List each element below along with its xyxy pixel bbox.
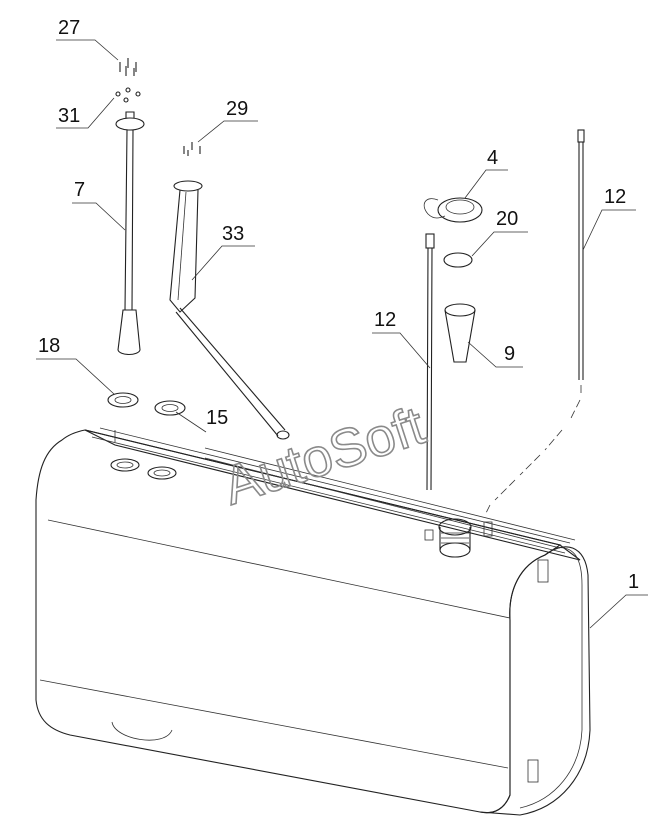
bolt-set-29 [183,142,201,156]
callout-label: 7 [74,179,85,201]
fuel-suction-unit-33 [169,180,290,440]
fuel-level-sensor-7 [115,111,145,356]
callout-29: 29 [197,98,258,143]
callout-label: 15 [206,407,228,429]
callout-12-right: 12 [582,186,636,251]
callout-label: 4 [487,147,498,169]
gasket-18 [107,392,139,408]
callout-label: 29 [226,98,248,120]
callout-20: 20 [471,208,528,257]
filler-strainer-9 [444,303,476,363]
breather-pipe-12-left [425,233,435,491]
callout-1: 1 [589,571,648,629]
callout-label: 31 [58,105,80,127]
callout-label: 12 [604,186,626,208]
callout-label: 1 [628,571,639,593]
fuel-tank-body [35,427,591,816]
callout-label: 27 [58,17,80,39]
callout-27: 27 [56,17,119,61]
washer-set-31 [115,87,141,103]
callout-33: 33 [191,223,255,281]
watermark: AutoSoft [216,395,432,516]
callout-7: 7 [72,179,126,231]
callout-18: 18 [36,335,115,395]
callout-label: 20 [496,208,518,230]
callout-9: 9 [467,341,523,368]
callout-label: 33 [222,223,244,245]
callout-12-left: 12 [372,309,431,369]
callout-label: 9 [504,343,515,365]
callout-15: 15 [175,407,228,433]
filler-cap-4 [423,197,483,223]
callout-label: 18 [38,335,60,357]
callout-31: 31 [56,97,115,129]
breather-pipe-12-right [484,129,585,516]
gasket-15 [154,400,186,416]
retaining-ring-20 [443,252,473,268]
callout-label: 12 [374,309,396,331]
callout-4: 4 [464,147,508,199]
bolt-set-27 [119,58,137,76]
